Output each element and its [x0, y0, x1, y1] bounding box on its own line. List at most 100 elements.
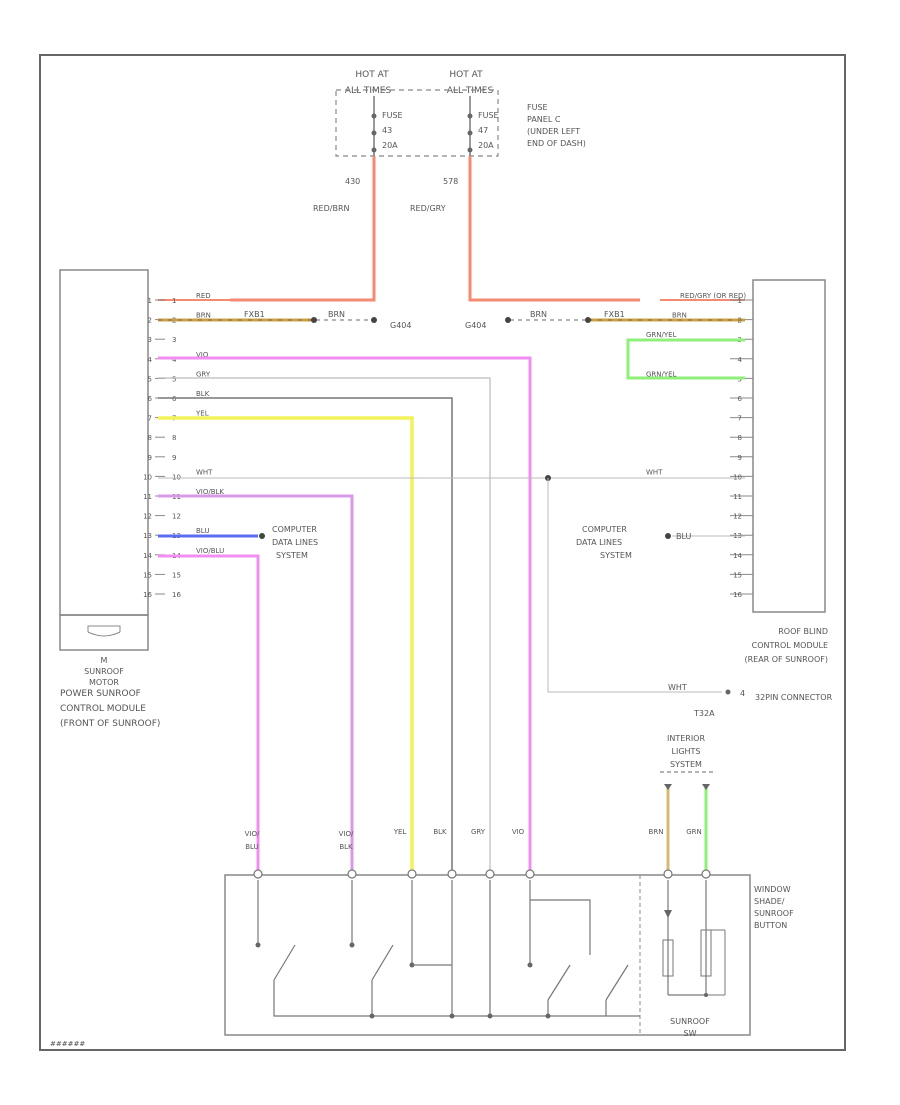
right-wire-label: BRN — [672, 312, 687, 320]
switch-name-2: SHADE/ — [754, 897, 785, 906]
left-module-name-2: CONTROL MODULE — [60, 704, 146, 714]
left-wire-label: VIO/BLU — [196, 547, 224, 555]
left-splice-brn: BRN — [328, 310, 345, 319]
fuse-43-label: FUSE — [382, 111, 403, 120]
data-lines-right-3: SYSTEM — [600, 551, 632, 560]
fuse-panel-line1: FUSE — [527, 103, 548, 112]
left-pin-6: 6 — [148, 395, 153, 403]
left-pin-number: 10 — [172, 473, 181, 481]
hot-at-right-line2: ALL TIMES — [447, 86, 494, 96]
hot-at-left-line1: HOT AT — [355, 70, 389, 80]
diag-pin-4: 4 — [740, 689, 745, 698]
left-module-name-3: (FRONT OF SUNROOF) — [60, 719, 160, 729]
right-module-name-3: (REAR OF SUNROOF) — [744, 655, 828, 664]
motor-icon — [87, 625, 121, 637]
motor-label-line3: MOTOR — [89, 678, 119, 687]
motor-label-m: M — [101, 656, 108, 665]
circuit-578: 578 — [443, 177, 458, 186]
right-module-name-1: ROOF BLIND — [778, 627, 828, 636]
left-wire-label: BLK — [196, 390, 210, 398]
left-pin-11: 11 — [143, 493, 152, 501]
computer-data-lines-right: COMPUTER DATA LINES SYSTEM — [576, 525, 632, 560]
right-pin-14: 14 — [733, 552, 742, 560]
switch-wire-label: YEL — [393, 828, 407, 836]
power-feed-wires: 430 578 RED/BRN RED/GRY — [158, 156, 745, 302]
data-lines-left-2: DATA LINES — [272, 538, 318, 547]
diag-connector-name: 32PIN CONNECTOR — [755, 693, 833, 702]
switch-wire-label: VIO — [512, 828, 525, 836]
left-pin-5: 5 — [148, 375, 152, 383]
right-pin-7: 7 — [738, 415, 742, 423]
left-pin-number: 9 — [172, 454, 176, 462]
switch-wire-label: BLK — [433, 828, 447, 836]
switch-pin — [663, 869, 673, 879]
wire-blk — [158, 397, 453, 870]
wire-grn-yel-loop — [626, 338, 745, 380]
left-module-box — [59, 269, 149, 616]
data-lines-right-2: DATA LINES — [576, 538, 622, 547]
right-pin-12: 12 — [733, 513, 742, 521]
left-wire-label: VIO — [196, 351, 209, 359]
left-wire-label: RED — [196, 292, 211, 300]
left-wire-label: VIO/BLK — [196, 488, 224, 496]
left-pin-3: 3 — [148, 336, 152, 344]
left-pin-7: 7 — [148, 415, 152, 423]
left-ground-wire: FXB1 BRN G404 — [158, 310, 411, 330]
left-pin-9: 9 — [148, 454, 152, 462]
right-wire-label: RED/GRY (OR RED) — [680, 292, 746, 300]
diagram-id: ###### — [50, 1040, 85, 1048]
left-pin-14: 14 — [143, 552, 152, 560]
fuse-43-rating: 20A — [382, 141, 398, 150]
interior-lights-3: SYSTEM — [670, 760, 702, 769]
left-pin-16: 16 — [143, 591, 152, 599]
data-lines-left-1: COMPUTER — [272, 525, 317, 534]
wire-wht-diag — [547, 478, 722, 693]
interior-lights-2: LIGHTS — [672, 747, 701, 756]
hot-at-left-line2: ALL TIMES — [345, 86, 392, 96]
left-wire-label: YEL — [195, 410, 209, 418]
fuse-47-label: FUSE — [478, 111, 499, 120]
left-pin-12: 12 — [143, 513, 152, 521]
left-wire-label: BRN — [196, 312, 211, 320]
wire-yel — [158, 416, 414, 870]
interior-lights-1: INTERIOR — [667, 734, 706, 743]
switch-wire-label: VIO/ — [339, 830, 354, 838]
wire-label-red-gry: RED/GRY — [410, 204, 446, 213]
power-sunroof-control-module: M SUNROOF MOTOR POWER SUNROOF CONTROL MO… — [59, 269, 224, 729]
fuse-47-rating: 20A — [478, 141, 494, 150]
right-pin-15: 15 — [733, 571, 742, 579]
fuse-panel-box — [335, 89, 499, 157]
left-pin-number: 6 — [172, 395, 177, 403]
wire-red-gry — [468, 156, 640, 302]
diagnostic-connector: WHT 4 T32A 32PIN CONNECTOR — [668, 683, 833, 718]
wire-vio-blu — [158, 554, 260, 870]
right-wire-label: GRN/YEL — [646, 370, 677, 378]
hot-at-right-line1: HOT AT — [449, 70, 483, 80]
switch-name-1: WINDOW — [754, 885, 791, 894]
right-pin-11: 11 — [733, 493, 742, 501]
switch-box — [224, 874, 751, 1036]
wire-vio-blk — [158, 494, 354, 870]
right-ground-g404: G404 — [465, 321, 486, 330]
right-pin-1: 1 — [738, 297, 742, 305]
switch-pin — [525, 869, 535, 879]
diag-wire-wht: WHT — [668, 683, 687, 692]
left-pin-10: 10 — [143, 473, 152, 481]
switch-pin — [253, 869, 263, 879]
left-pin-number: 5 — [172, 375, 176, 383]
fuse-43-number: 43 — [382, 126, 392, 135]
switch-bottom-1: SUNROOF — [670, 1017, 710, 1026]
interior-lights-system: INTERIOR LIGHTS SYSTEM — [660, 734, 716, 870]
data-lines-right-1: COMPUTER — [582, 525, 627, 534]
wire-vio — [158, 356, 532, 870]
right-module-box — [752, 279, 826, 613]
left-wire-label: GRY — [196, 370, 211, 378]
switch-wire-label-2: BLK — [339, 843, 353, 851]
switch-pin — [701, 869, 711, 879]
left-module-name-1: POWER SUNROOF — [60, 689, 141, 699]
switch-pin — [347, 869, 357, 879]
left-pin-number: 12 — [172, 513, 181, 521]
computer-data-lines-left: COMPUTER DATA LINES SYSTEM — [272, 525, 318, 560]
right-pin-16: 16 — [733, 591, 742, 599]
